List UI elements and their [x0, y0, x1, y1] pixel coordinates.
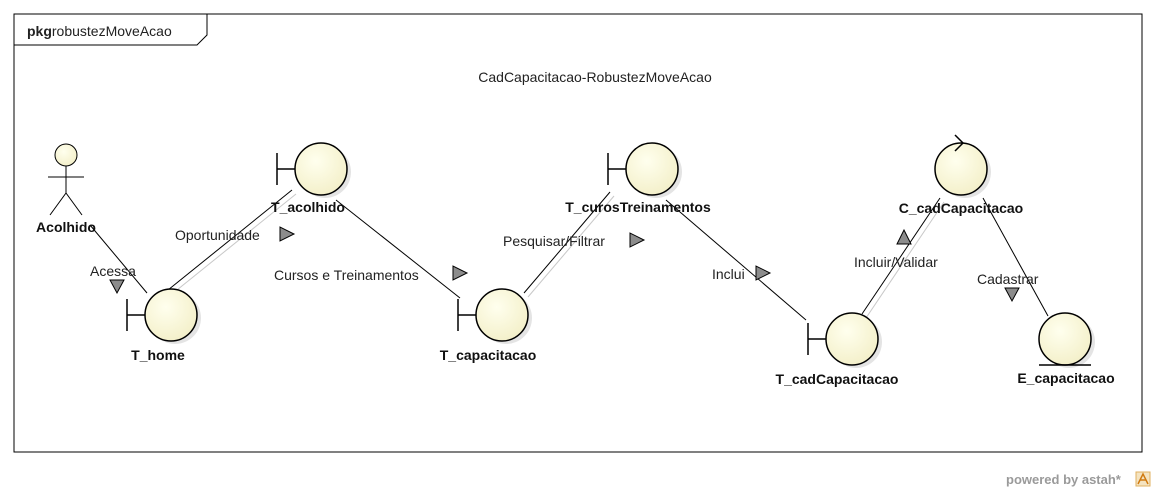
control-circle — [934, 142, 988, 196]
boundary-t-acolhido[interactable]: T_acolhido — [271, 142, 351, 215]
link-tcad-ccad — [861, 197, 941, 315]
boundary-t-cad-capacitacao[interactable]: T_cadCapacitacao — [776, 312, 899, 387]
entity-label: E_capacitacao — [1017, 370, 1114, 386]
boundary-t-home[interactable]: T_home — [126, 288, 201, 363]
package-keyword: pkg — [27, 23, 52, 39]
package-name: robustezMoveAcao — [52, 23, 172, 39]
boundary-label: T_cadCapacitacao — [776, 371, 899, 387]
message-cursos-treinamentos: Cursos e Treinamentos — [274, 265, 469, 283]
control-c-cad-capacitacao[interactable]: C_cadCapacitacao — [899, 134, 1024, 216]
boundary-circle — [625, 142, 679, 196]
message-pesquisar-filtrar: Pesquisar/Filtrar — [503, 232, 646, 249]
direction-arrow-down-icon — [1004, 287, 1020, 303]
message-incluir-validar: Incluir/Validar — [854, 228, 938, 270]
connectors — [89, 189, 1049, 321]
actor-label: Acolhido — [36, 219, 96, 235]
actor-leg-left — [49, 192, 67, 216]
boundary-t-capacitacao[interactable]: T_capacitacao — [440, 288, 537, 363]
link-tcap-tcuros — [523, 191, 611, 294]
direction-arrow-right-icon — [629, 232, 646, 248]
direction-arrow-right-icon — [279, 226, 296, 242]
boundary-circle — [475, 288, 529, 342]
direction-arrow-down-icon — [109, 279, 125, 295]
message-cadastrar: Cadastrar — [977, 271, 1039, 303]
message-label: Pesquisar/Filtrar — [503, 233, 605, 249]
actor-leg-right — [65, 192, 83, 216]
message-inclui: Inclui — [712, 265, 772, 282]
control-arrowhead — [954, 134, 965, 152]
boundary-label: T_capacitacao — [440, 347, 537, 363]
actor-head — [54, 143, 78, 167]
direction-arrow-right-icon — [755, 265, 772, 281]
astah-logo-icon — [1135, 471, 1151, 487]
link-ccad-ecap — [982, 197, 1049, 317]
message-label: Cadastrar — [977, 271, 1039, 287]
direction-arrow-up-icon — [896, 228, 912, 245]
link-acolhido-home — [89, 224, 148, 294]
message-label: Oportunidade — [175, 227, 260, 243]
connector-shadows — [171, 193, 945, 319]
diagram-title: CadCapacitacao-RobustezMoveAcao — [478, 69, 712, 85]
boundary-label: T_home — [131, 347, 185, 363]
link-tcuros-tcad — [665, 199, 807, 321]
entity-circle — [1038, 312, 1092, 366]
message-label: Cursos e Treinamentos — [274, 267, 419, 283]
direction-arrow-right-icon — [452, 265, 469, 281]
boundary-label: T_acolhido — [271, 199, 345, 215]
link-tacolhido-tcap — [335, 199, 461, 299]
message-label: Inclui — [712, 266, 745, 282]
message-acessa: Acessa — [90, 263, 136, 295]
entity-e-capacitacao[interactable]: E_capacitacao — [1017, 312, 1115, 386]
message-label: Acessa — [90, 263, 136, 279]
message-label: Incluir/Validar — [854, 254, 938, 270]
package-frame — [13, 13, 1143, 453]
control-label: C_cadCapacitacao — [899, 200, 1024, 216]
boundary-label: T_curosTreinamentos — [565, 199, 711, 215]
boundary-circle — [825, 312, 879, 366]
link-home-tacolhido — [167, 189, 293, 291]
message-oportunidade: Oportunidade — [175, 226, 296, 243]
actor-acolhido[interactable]: Acolhido — [36, 143, 96, 235]
boundary-t-curos-treinamentos[interactable]: T_curosTreinamentos — [565, 142, 711, 215]
boundary-circle — [144, 288, 198, 342]
package-label: pkgrobustezMoveAcao — [27, 23, 172, 39]
watermark-text: powered by astah* — [1006, 472, 1122, 487]
boundary-circle — [294, 142, 348, 196]
package-tab — [14, 14, 208, 46]
